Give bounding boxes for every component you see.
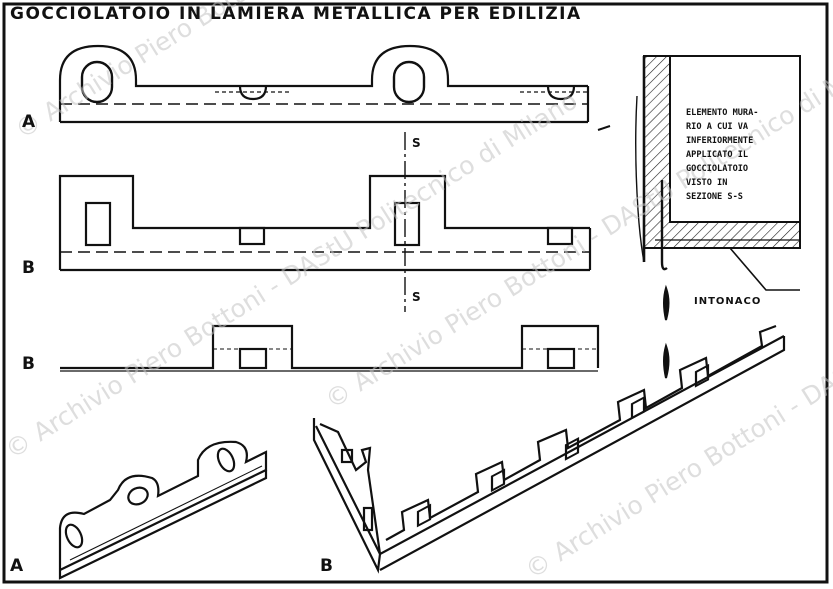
view-a-drawing: [58, 44, 590, 124]
tick-mark: [597, 125, 611, 131]
perspective-a-drawing: [58, 440, 268, 580]
note-line: SEZIONE S-S: [686, 192, 743, 202]
note-line: INFERIORMENTE: [686, 136, 754, 146]
perspective-a-label: A: [10, 556, 24, 576]
view-b-plan-drawing: [58, 132, 592, 312]
note-line: GOCCIOLATOIO: [686, 164, 749, 174]
note-line: VISTO IN: [686, 178, 728, 188]
note-line: APPLICATO IL: [686, 150, 749, 160]
drawing-title: GOCCIOLATOIO IN LAMIERA METALLICA PER ED…: [10, 4, 582, 24]
section-marker-bottom: S: [412, 290, 421, 304]
view-b-elevation-label: B: [22, 354, 35, 374]
section-marker-top: S: [412, 136, 421, 150]
view-a-label: A: [22, 112, 36, 132]
intonaco-label: INTONACO: [694, 296, 762, 307]
note-line: RIO A CUI VA: [686, 122, 749, 132]
view-b-label: B: [22, 258, 35, 278]
section-note: ELEMENTO MURA- RIO A CUI VA INFERIORMENT…: [686, 106, 790, 204]
note-line: ELEMENTO MURA-: [686, 108, 759, 118]
perspective-b-label: B: [320, 556, 333, 576]
perspective-b-drawing: [312, 324, 786, 574]
view-b-elevation-drawing: [60, 324, 600, 372]
wall-section-drawing: [635, 55, 801, 379]
